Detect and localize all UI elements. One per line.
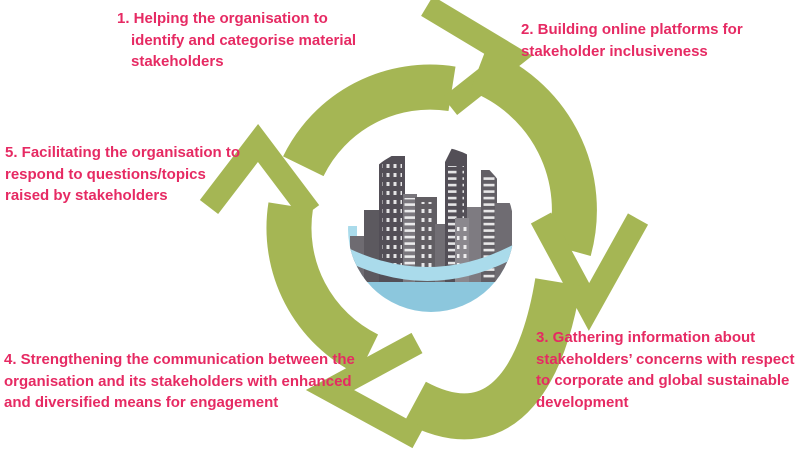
arrow-left-band: [266, 202, 379, 375]
arrow-right-band: [469, 48, 597, 256]
step-line: organisation and its stakeholders with e…: [4, 372, 352, 390]
step-line: raised by stakeholders: [5, 187, 168, 204]
step-line: 3. Gathering information about: [536, 329, 756, 346]
arrow-bottom-head-icon: [305, 332, 424, 449]
step-line: stakeholder inclusiveness: [521, 42, 708, 60]
step-line: identify and categorise material: [131, 31, 357, 49]
step-line: stakeholders: [131, 53, 224, 70]
building-windows: [457, 222, 467, 280]
step-line: 1. Helping the organisation to: [117, 10, 328, 27]
step-1-label: 1. Helping the organisation to identify a…: [117, 8, 356, 73]
building-windows: [483, 175, 495, 279]
city-globe-icon: [348, 148, 514, 312]
step-3-label: 3. Gathering information about stakeholde…: [536, 327, 794, 413]
building: [495, 203, 512, 282]
arrow-top-band: [283, 64, 456, 177]
step-2-label: 2. Building online platforms for stakehol…: [521, 19, 743, 62]
step-line: development: [536, 393, 629, 411]
globe-water-light-band: [348, 240, 514, 282]
step-line: respond to questions/topics: [5, 165, 206, 183]
step-line: 5. Facilitating the organisation to: [5, 144, 241, 161]
step-line: to corporate and global sustainable: [536, 372, 790, 389]
cycle-arrow-right: [469, 48, 649, 331]
step-line: 2. Building online platforms for: [521, 21, 743, 38]
step-line: and diversified means for engagement: [4, 394, 279, 411]
step-line: 4. Strengthening the communication betwe…: [4, 351, 355, 368]
building-windows: [418, 202, 434, 278]
step-4-label: 4. Strengthening the communication betwe…: [4, 349, 355, 414]
cycle-arrow-bottom: [305, 278, 581, 449]
arrow-left-head-icon: [199, 123, 320, 219]
building-windows: [382, 162, 402, 274]
step-line: stakeholders’ concerns with respect: [536, 350, 795, 368]
step-5-label: 5. Facilitating the organisation to respo…: [5, 142, 240, 207]
building-windows: [404, 198, 416, 278]
arrow-bottom-band: [404, 278, 581, 440]
cycle-arrow-left: [199, 123, 379, 375]
arrow-right-head-icon: [530, 212, 649, 331]
